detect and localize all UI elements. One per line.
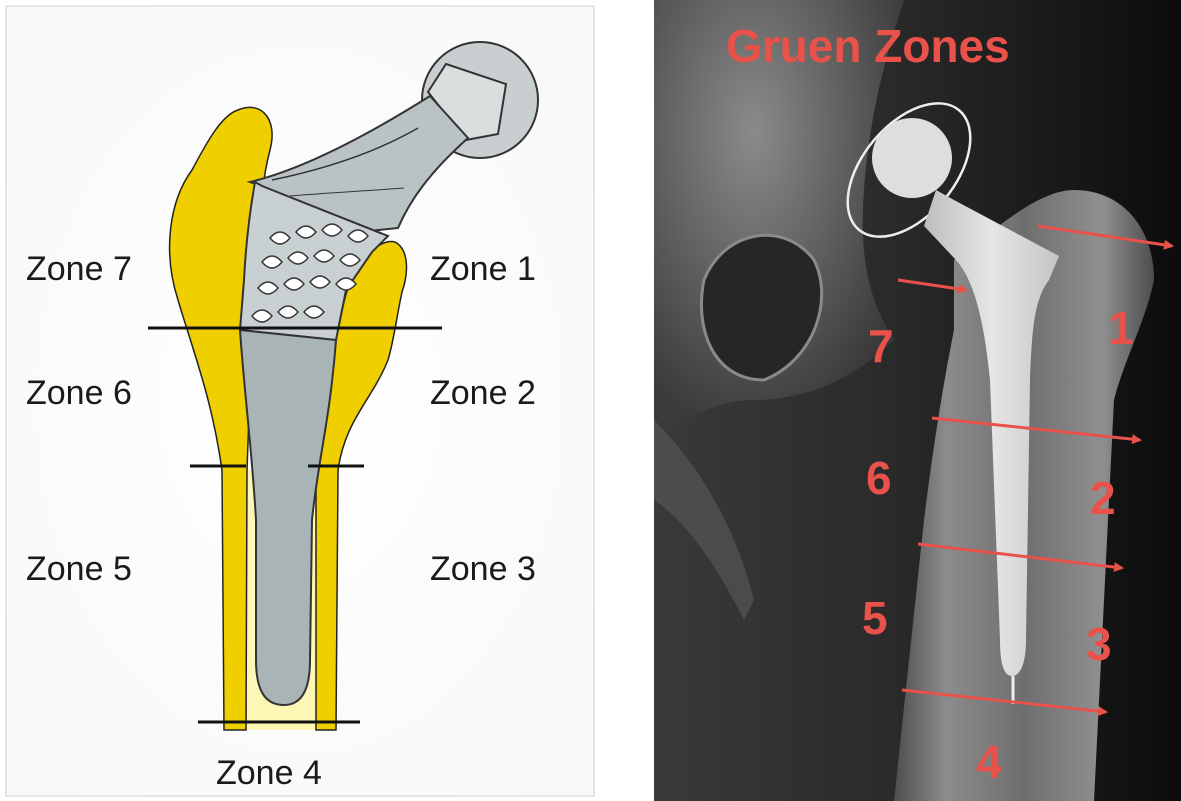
implant-head — [872, 118, 952, 198]
xray-zone-6: 6 — [866, 452, 892, 504]
xray-zone-5: 5 — [862, 592, 888, 644]
xray-title: Gruen Zones — [726, 20, 1010, 72]
zone-1-label: Zone 1 — [430, 250, 536, 288]
xray-zone-1: 1 — [1108, 302, 1134, 354]
xray-zone-2: 2 — [1090, 472, 1116, 524]
xray-zone-7: 7 — [868, 320, 894, 372]
xray-image: Gruen Zones 1 2 3 4 5 6 7 — [654, 0, 1181, 801]
zone-3-label: Zone 3 — [430, 550, 536, 588]
zone-5-label: Zone 5 — [26, 550, 132, 588]
zone-4-label: Zone 4 — [216, 754, 322, 792]
zone-2-label: Zone 2 — [430, 374, 536, 412]
zone-6-label: Zone 6 — [26, 374, 132, 412]
xray-zone-3: 3 — [1086, 618, 1112, 670]
zone-7-label: Zone 7 — [26, 250, 132, 288]
gruen-zone-diagram: Zone 7 Zone 6 Zone 5 Zone 1 Zone 2 Zone … — [0, 0, 600, 801]
xray-zone-4: 4 — [976, 736, 1002, 788]
